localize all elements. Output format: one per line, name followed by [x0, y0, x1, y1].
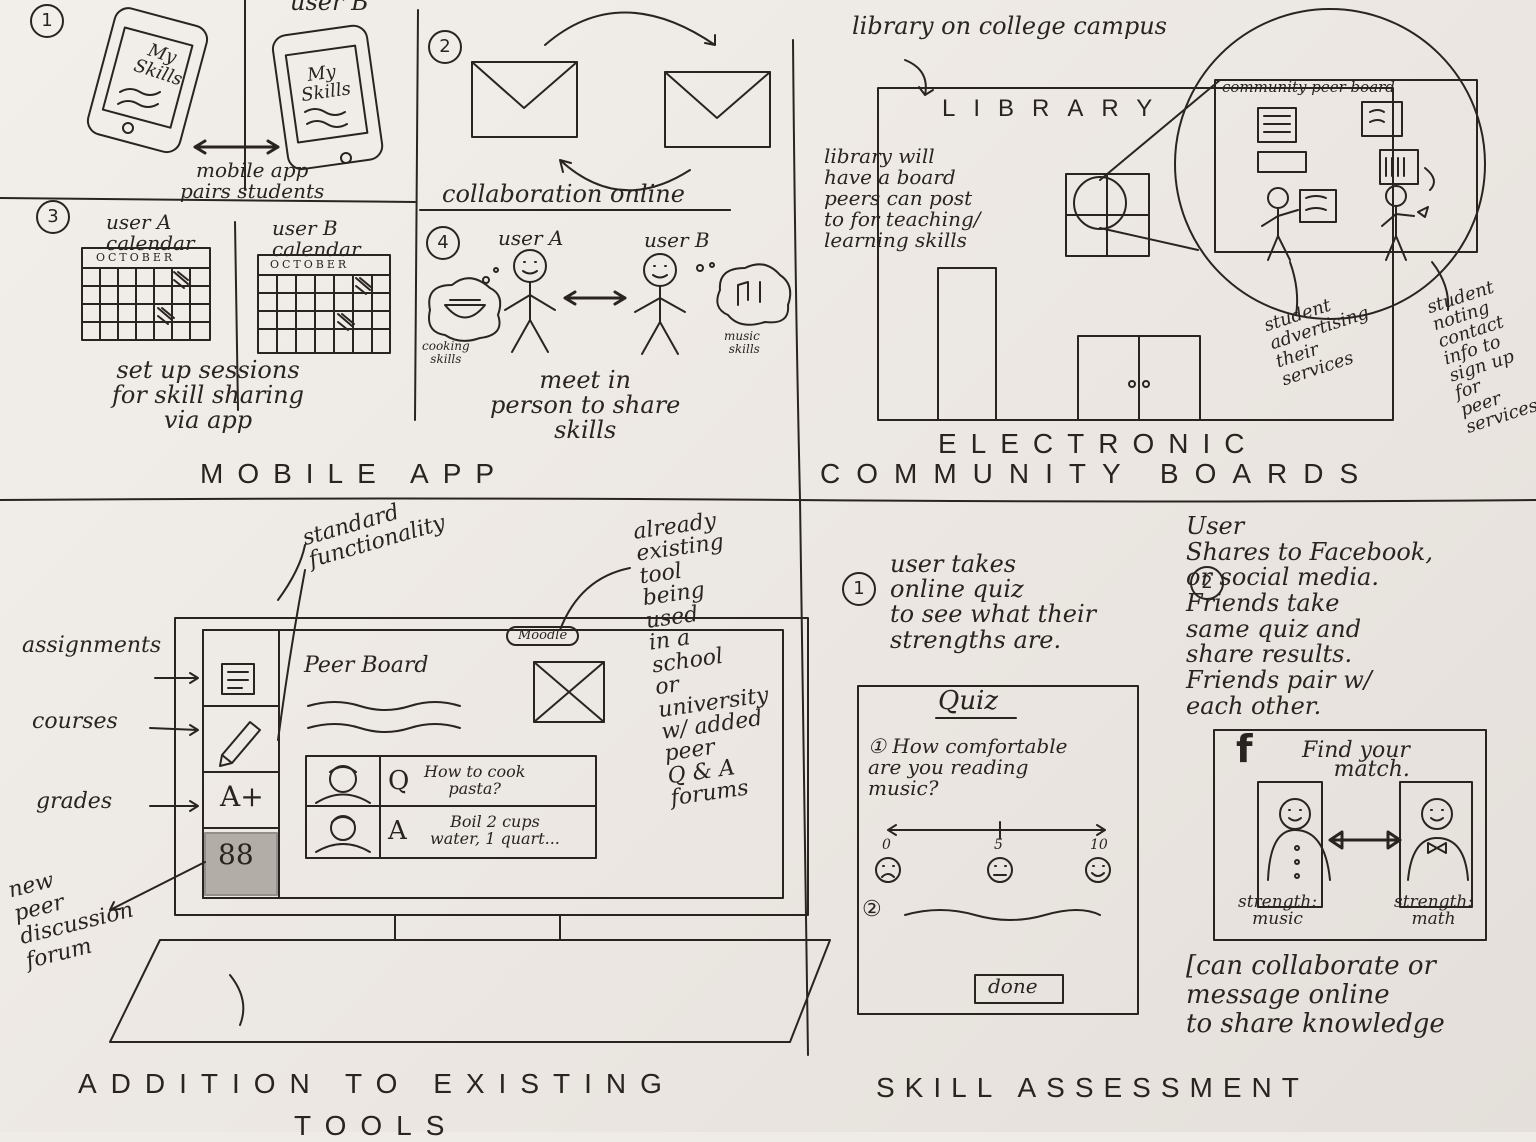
step-number-2: 2 — [428, 30, 462, 64]
music-skills-label: music skills — [724, 329, 760, 356]
section-title-boards-line2: COMMUNITY BOARDS — [820, 458, 1375, 489]
community-peer-board-label: community peer board — [1222, 78, 1395, 96]
image-placeholder — [533, 661, 605, 723]
library-sign: LIBRARY — [942, 95, 1171, 122]
forum-icon-shade — [204, 832, 278, 896]
section-title-tools-line1: ADDITION TO EXISTING — [78, 1068, 676, 1099]
collaboration-caption: collaboration online — [442, 180, 685, 208]
section-title-tools-line2: TOOLS — [294, 1110, 459, 1141]
avatar-question — [315, 765, 371, 804]
quiz-title: Quiz — [938, 686, 999, 716]
q-letter: Q — [388, 766, 410, 796]
noting-pointer — [1431, 261, 1450, 311]
phone-label-user-b: My Skills — [299, 61, 353, 106]
meet-caption: meet in person to share skills — [490, 366, 681, 445]
zoom-circle — [1099, 8, 1486, 320]
library-pointer-arrow — [904, 59, 934, 96]
user-b-label: user B — [290, 0, 369, 16]
section-title-skill-assessment: SKILL ASSESSMENT — [876, 1072, 1309, 1103]
horizontal-divider — [0, 497, 1536, 503]
step-number-3: 3 — [36, 200, 70, 234]
question-text: How to cook pasta? — [424, 762, 526, 798]
meet-arrow — [563, 290, 627, 306]
pair-arrow — [193, 139, 280, 155]
envelope-icon-left — [471, 61, 578, 138]
cooking-thought-bubble — [428, 267, 502, 342]
match-arrow — [1328, 830, 1402, 850]
stick-figure-user-a — [504, 249, 556, 353]
peer-board-title: Peer Board — [304, 653, 429, 678]
a-letter: A — [388, 816, 407, 846]
section-title-mobile-app: MOBILE APP — [200, 458, 509, 489]
neutral-face-icon — [987, 857, 1013, 883]
assignments-label: assignments — [22, 633, 162, 658]
quiz-card — [857, 685, 1139, 1015]
arrow-bottom — [559, 159, 691, 192]
avatar-answer — [315, 815, 371, 853]
step-number-share: 2 — [1190, 566, 1224, 600]
strength-music-label: strength: music — [1238, 892, 1318, 929]
user-a-label: user A — [498, 226, 564, 250]
grades-icon[interactable]: A+ — [220, 780, 264, 813]
match-card — [1213, 729, 1487, 941]
scale-mid: 5 — [994, 837, 1003, 853]
user-b-calendar-label: user B calendar — [272, 216, 361, 261]
moodle-badge: Moodle — [506, 626, 580, 646]
forum-icon[interactable]: 88 — [218, 838, 254, 871]
library-building — [877, 87, 1394, 421]
scale-max: 10 — [1090, 837, 1108, 853]
quiz-question-1: ① How comfortable are you reading music? — [868, 734, 1068, 800]
user-a-calendar-label: user A calendar — [106, 210, 195, 255]
share-caption: User Shares to Facebook, or social media… — [1186, 512, 1433, 720]
done-button-box — [974, 974, 1064, 1004]
courses-label: courses — [32, 709, 118, 734]
user-b-label-meet: user B — [644, 228, 710, 252]
quiz-caption: user takes online quiz to see what their… — [890, 550, 1097, 654]
envelope-icon-right — [664, 71, 771, 148]
calendar-user-a — [81, 247, 211, 341]
vertical-divider — [792, 39, 809, 1056]
find-match-text: Find your match. — [1302, 738, 1410, 782]
laptop-drawing — [109, 617, 831, 1043]
person-math — [1399, 781, 1473, 908]
person-music — [1257, 781, 1331, 908]
sessions-caption: set up sessions for skill sharing via ap… — [112, 356, 304, 435]
strength-math-label: strength: math — [1394, 892, 1474, 929]
music-thought-bubble — [696, 262, 792, 326]
happy-face-icon — [1085, 857, 1111, 883]
phone-icon-user-a — [86, 7, 209, 154]
stick-figure-user-b — [634, 253, 686, 355]
quiz-question-2: ② — [862, 897, 882, 922]
section-title-boards-line1: ELECTRONIC — [938, 428, 1259, 459]
step-number-1: 1 — [30, 4, 64, 38]
grades-label: grades — [36, 789, 113, 814]
cooking-skills-label: cooking skills — [422, 339, 470, 366]
answer-text: Boil 2 cups water, 1 quart... — [430, 812, 560, 848]
phone-icon-user-b — [271, 24, 384, 171]
scale-min: 0 — [882, 837, 891, 853]
collaborate-note: [can collaborate or message online to sh… — [1186, 951, 1445, 1040]
facebook-icon: f — [1236, 727, 1253, 771]
step-number-4: 4 — [426, 226, 460, 260]
calendar-user-b — [257, 254, 391, 354]
pairs-caption: mobile app pairs students — [180, 158, 325, 203]
step-number-quiz: 1 — [842, 572, 876, 606]
arrow-top — [544, 11, 716, 46]
done-button[interactable]: done — [988, 974, 1038, 998]
library-description: library will have a board peers can post… — [824, 144, 981, 252]
advertising-pointer — [1289, 261, 1299, 316]
sad-face-icon — [875, 857, 901, 883]
calendar-month-b: OCTOBER — [270, 258, 350, 271]
calendar-month-a: OCTOBER — [96, 251, 176, 264]
assignments-icon — [221, 663, 255, 695]
pencil-icon — [219, 721, 261, 767]
library-note: library on college campus — [852, 12, 1167, 40]
